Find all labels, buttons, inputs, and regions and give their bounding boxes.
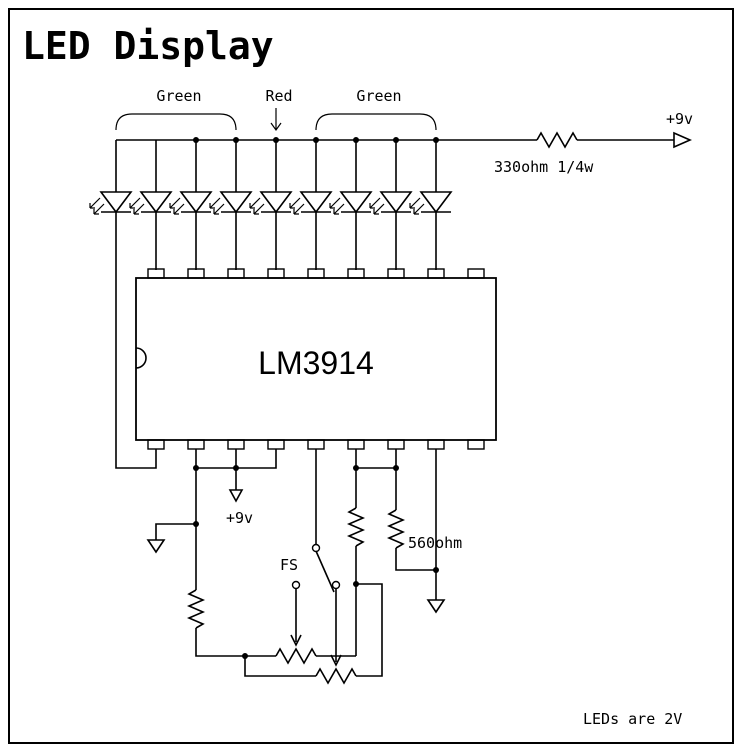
led-8 <box>369 139 412 271</box>
potentiometer-2 <box>315 667 357 685</box>
chip-top-pins <box>147 268 485 279</box>
resistor-left-bottom-wire <box>195 628 276 657</box>
pot2-wiper <box>330 588 342 667</box>
supply-arrow-bottom <box>228 489 244 503</box>
resistor-330-symbol <box>536 131 578 149</box>
pot1-wiper <box>290 588 302 647</box>
label-green-left: Green <box>156 87 201 105</box>
led-7 <box>329 139 372 271</box>
chip-label: LM3914 <box>258 345 374 381</box>
green-right-brace <box>315 113 437 131</box>
pin6-pin7-link <box>356 449 397 469</box>
pot2-left-wire <box>244 656 316 677</box>
chip-bottom-pins <box>147 439 485 450</box>
resistor-middle-symbol <box>346 507 366 547</box>
switch-terminal-b <box>331 580 341 590</box>
note-led-voltage: LEDs are 2V <box>583 710 682 728</box>
junction-middle <box>353 581 359 587</box>
label-resistor-330: 330ohm 1/4w <box>494 158 594 176</box>
resistor-560-bottom-wire <box>395 548 436 571</box>
label-green-right: Green <box>356 87 401 105</box>
led-5-red <box>249 139 292 271</box>
switch-terminal-a <box>291 580 301 590</box>
label-resistor-560: 560ohm <box>408 534 462 552</box>
ground-right-symbol <box>426 599 446 614</box>
led-4 <box>209 139 252 271</box>
red-led-arrow <box>270 108 282 132</box>
green-left-brace <box>115 113 237 131</box>
switch-lever <box>315 550 335 593</box>
led-1 <box>89 139 132 271</box>
supply-arrow-top <box>673 131 692 149</box>
diagram-title: LED Display <box>22 24 274 68</box>
led-3 <box>169 139 212 271</box>
led-2 <box>129 139 172 271</box>
resistor-left-symbol <box>186 589 206 629</box>
potentiometer-1 <box>275 647 317 665</box>
chip-notch <box>135 347 147 369</box>
led1-to-pin1-wire <box>115 270 157 469</box>
switch-common-terminal <box>311 543 321 553</box>
label-supply-top: +9v <box>666 110 693 128</box>
label-supply-bottom: +9v <box>226 509 253 527</box>
led-6 <box>289 139 332 271</box>
drawing-frame <box>8 8 734 744</box>
led-9 <box>409 139 452 271</box>
label-red: Red <box>265 87 292 105</box>
resistor-560-symbol <box>386 509 406 549</box>
pot2-right-wire <box>356 583 383 677</box>
ground-left-wire <box>155 523 196 540</box>
junction-pin8 <box>433 567 439 573</box>
ground-left-symbol <box>146 539 166 554</box>
label-switch: FS <box>280 556 298 574</box>
